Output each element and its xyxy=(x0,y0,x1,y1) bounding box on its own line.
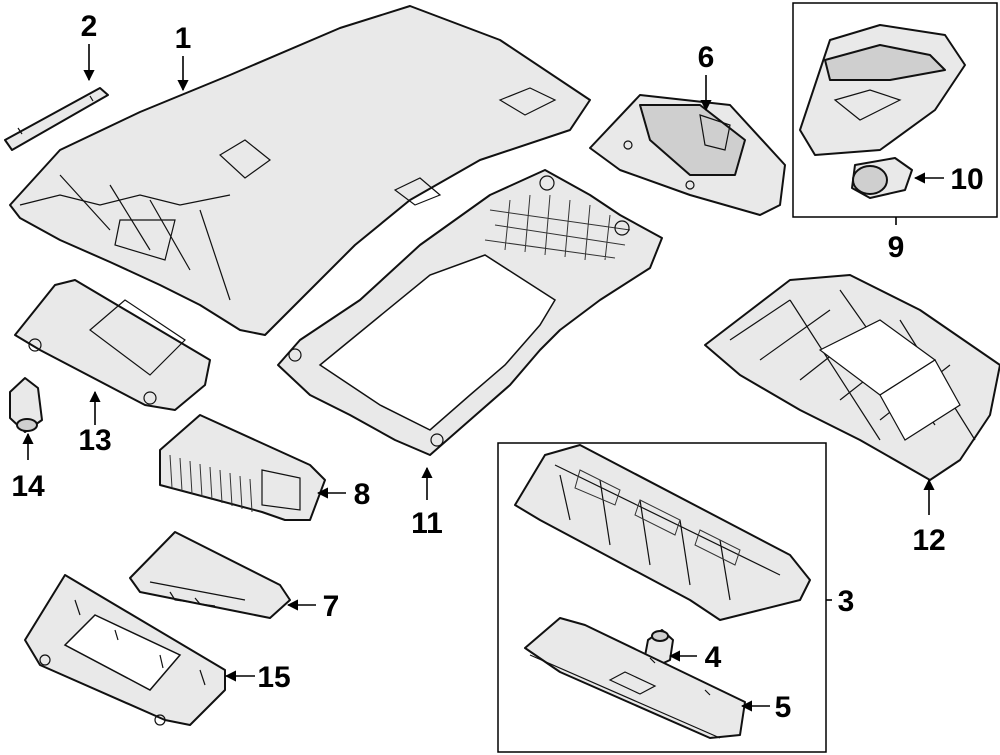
part-9-assembly xyxy=(792,2,998,218)
part-13-sun-visor xyxy=(14,279,211,411)
callout-9: 9 xyxy=(888,231,905,264)
part-11-frame xyxy=(277,169,663,456)
callout-labels: 2 1 6 10 9 13 14 8 11 12 7 15 3 4 5 xyxy=(11,10,983,724)
callout-13: 13 xyxy=(78,424,111,457)
callout-10: 10 xyxy=(950,163,983,196)
callout-11: 11 xyxy=(411,507,443,540)
part-5-lens-panel xyxy=(524,617,746,739)
callout-3: 3 xyxy=(838,585,855,618)
callout-2: 2 xyxy=(81,10,98,43)
part-7-lamp xyxy=(129,531,291,619)
callout-15: 15 xyxy=(257,661,290,694)
callout-5: 5 xyxy=(775,691,792,724)
callout-7: 7 xyxy=(323,590,340,623)
callout-1: 1 xyxy=(175,22,192,55)
part-15-housing xyxy=(24,574,226,726)
part-2-rail xyxy=(4,87,109,151)
callout-14: 14 xyxy=(11,470,45,503)
callout-4: 4 xyxy=(705,641,722,674)
part-14-clip xyxy=(9,377,43,433)
callout-12: 12 xyxy=(912,524,945,557)
part-6-console xyxy=(589,94,786,216)
part-3-console-base xyxy=(514,444,811,621)
part-10-bulb-holder xyxy=(851,157,913,199)
callout-8: 8 xyxy=(354,478,371,511)
part-12-bracket xyxy=(704,274,1000,481)
part-1-headliner xyxy=(9,5,591,336)
part-8-lens xyxy=(159,414,326,521)
group-frame-3 xyxy=(497,442,827,753)
callout-6: 6 xyxy=(698,41,715,74)
leader-lines xyxy=(22,44,944,712)
group-frame-9 xyxy=(792,2,998,218)
